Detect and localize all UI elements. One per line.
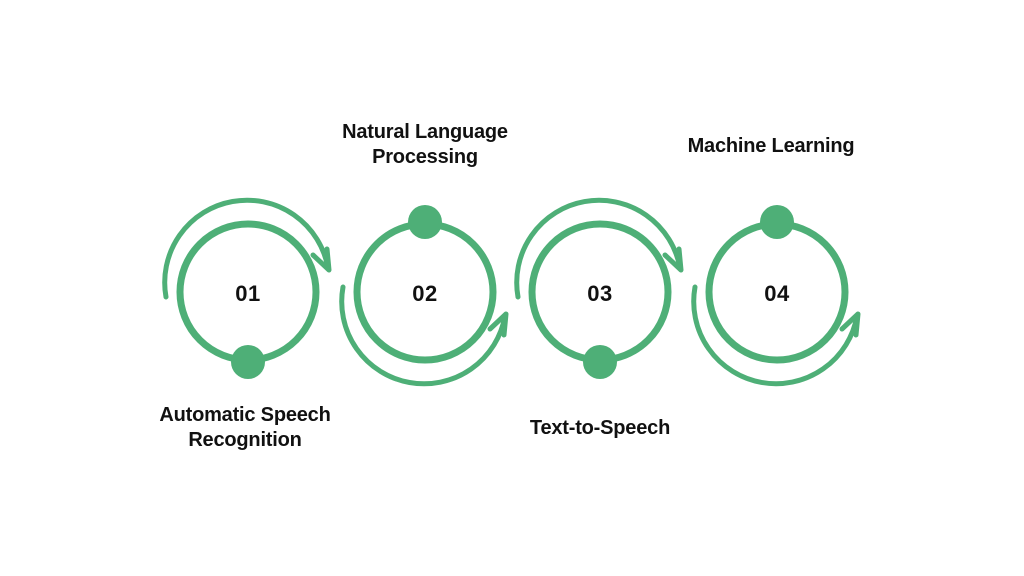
step-group-03[interactable] (514, 197, 684, 379)
step-arrowhead-03 (662, 246, 684, 273)
step-number-01: 01 (235, 281, 261, 306)
step-outer-arc-04 (691, 284, 860, 387)
step-dot-04 (760, 205, 794, 239)
step-group-02[interactable] (339, 205, 509, 387)
step-number-03: 03 (587, 281, 613, 306)
step-outer-arc-02 (339, 284, 508, 387)
step-dot-01 (231, 345, 265, 379)
step-label-02: Natural Language Processing (342, 121, 508, 168)
step-label-03: Text-to-Speech (529, 417, 671, 439)
step-group-01[interactable] (162, 197, 332, 379)
step-number-02: 02 (412, 281, 438, 306)
step-number-04: 04 (764, 281, 790, 306)
step-label-01: Automatic Speech Recognition (159, 404, 331, 451)
step-label-04: Machine Learning (687, 135, 855, 157)
step-group-04[interactable] (691, 205, 861, 387)
step-outer-arc-01 (162, 197, 331, 300)
step-arrowhead-04 (839, 311, 861, 338)
step-outer-arc-03 (514, 197, 683, 300)
step-arrowhead-01 (310, 246, 332, 273)
step-dot-03 (583, 345, 617, 379)
step-dot-02 (408, 205, 442, 239)
step-arrowhead-02 (487, 311, 509, 338)
